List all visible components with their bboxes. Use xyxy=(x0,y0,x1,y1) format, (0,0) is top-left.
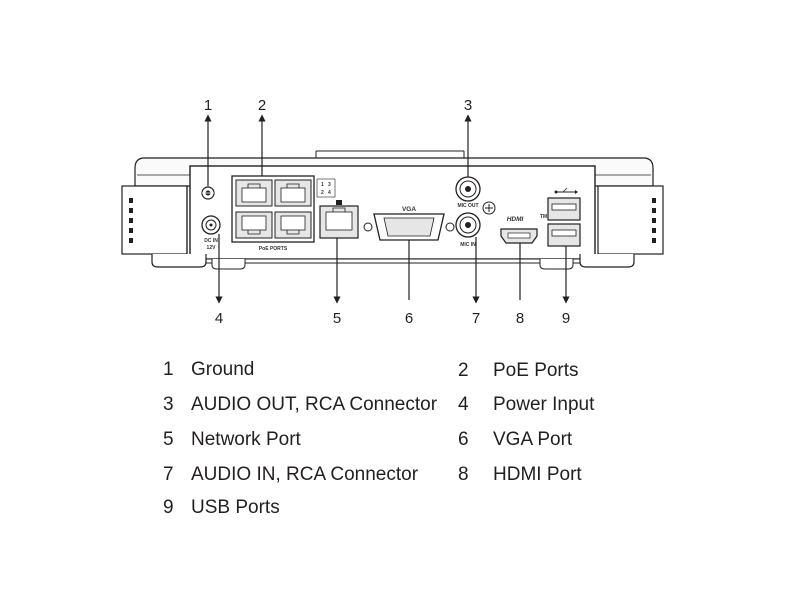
vga-label: VGA xyxy=(402,206,416,213)
ground-terminal xyxy=(201,186,215,200)
audio-in-rca: MIC IN xyxy=(455,212,481,248)
legend-number: 1 xyxy=(163,359,174,380)
usb-icon xyxy=(554,187,578,194)
legend-label: USB Ports xyxy=(191,497,280,518)
poe-port xyxy=(274,179,312,207)
poe-port xyxy=(274,211,312,239)
callout-number-9: 9 xyxy=(562,310,570,327)
legend-number: 2 xyxy=(458,360,469,381)
callout-number-1: 1 xyxy=(204,97,212,114)
callout-number-8: 8 xyxy=(516,310,524,327)
poe-ports-label: PoE PORTS xyxy=(259,246,288,252)
vent-slots-left xyxy=(129,198,133,243)
poe-port xyxy=(235,211,273,239)
legend-label: Network Port xyxy=(191,429,301,450)
audio-out-rca: MIC OUT xyxy=(455,176,481,209)
callout-leaders xyxy=(204,114,570,304)
legend-label: AUDIO IN, RCA Connector xyxy=(191,464,419,485)
poe-ports: PoE PORTS xyxy=(231,175,315,252)
dc-in-label: DC IN xyxy=(204,238,218,244)
screw-icon xyxy=(482,201,496,215)
mic-out-label: MIC OUT xyxy=(457,203,478,209)
dc-volt-label: 12V xyxy=(207,245,217,251)
poe-port xyxy=(235,179,273,207)
legend-number: 8 xyxy=(458,464,469,485)
callout-number-2: 2 xyxy=(258,97,266,114)
callout-number-6: 6 xyxy=(405,310,413,327)
callout-numbers: 1 2 3 4 5 6 7 8 9 xyxy=(204,97,570,327)
port-number-marks: 1 3 2 4 xyxy=(316,178,336,198)
legend-number: 5 xyxy=(163,429,174,450)
hdmi-tm-label: TM xyxy=(540,214,547,220)
legend-label: VGA Port xyxy=(493,429,573,450)
svg-text:1: 1 xyxy=(321,182,324,188)
hdmi-port: HDMI TM xyxy=(500,214,547,244)
legend-label: Ground xyxy=(191,359,255,380)
legend-number: 3 xyxy=(163,394,174,415)
callout-number-7: 7 xyxy=(472,310,480,327)
legend-label: Power Input xyxy=(493,394,595,415)
callout-number-5: 5 xyxy=(333,310,341,327)
legend-number: 6 xyxy=(458,429,469,450)
legend-number: 4 xyxy=(458,394,469,415)
svg-text:4: 4 xyxy=(328,190,331,196)
usb-ports xyxy=(547,187,581,247)
vent-slots-right xyxy=(652,198,656,243)
hdmi-label: HDMI xyxy=(507,216,524,223)
svg-text:3: 3 xyxy=(328,182,331,188)
legend-number: 7 xyxy=(163,464,174,485)
callout-number-3: 3 xyxy=(464,97,472,114)
svg-text:2: 2 xyxy=(321,190,324,196)
dc-power-input: DC IN 12V xyxy=(201,215,221,251)
legend-number: 9 xyxy=(163,497,174,518)
vga-port: VGA xyxy=(363,206,455,241)
callout-number-4: 4 xyxy=(215,310,223,327)
mic-in-label: MIC IN xyxy=(460,242,476,248)
legend-label: AUDIO OUT, RCA Connector xyxy=(191,394,438,415)
network-port xyxy=(319,200,359,239)
legend-label: PoE Ports xyxy=(493,360,579,381)
legend-label: HDMI Port xyxy=(493,464,582,485)
